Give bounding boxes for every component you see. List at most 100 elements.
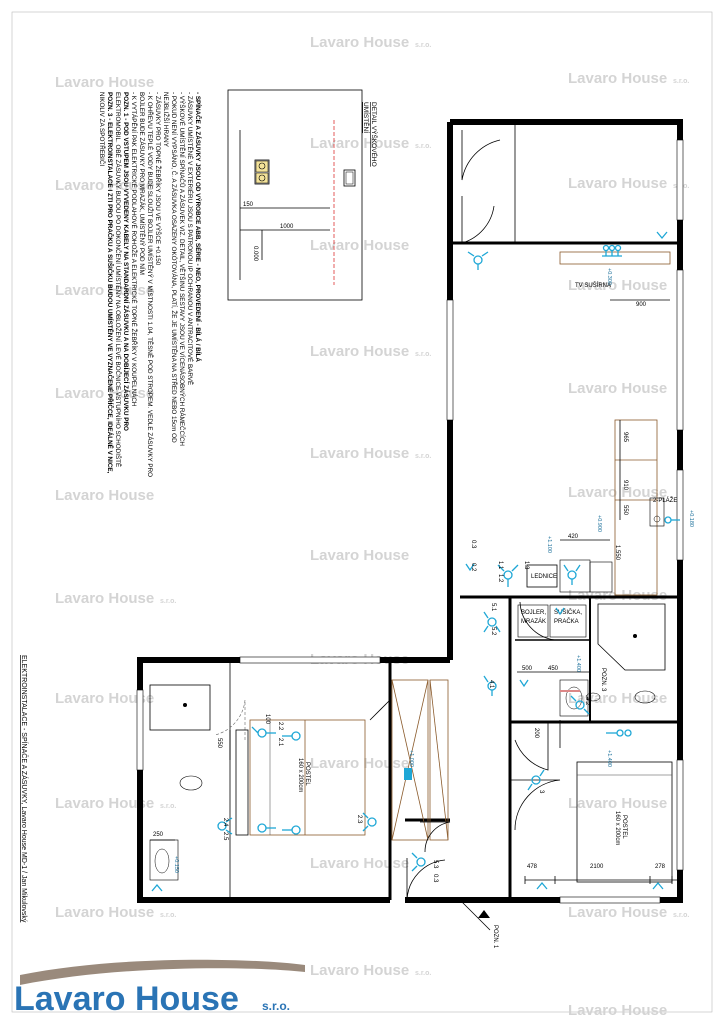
wardrobe bbox=[429, 679, 449, 841]
circuit-label: 2.4 bbox=[222, 818, 228, 827]
detail-subtitle: UMÍSTĚNÍ bbox=[362, 102, 371, 133]
note-line: - ZÁSUVKY UMÍSTĚNÉ V EXTERIÉRU JSOU S PA… bbox=[186, 92, 195, 385]
circuit-label: 2.1 bbox=[277, 738, 283, 747]
switch-symbol bbox=[217, 817, 233, 835]
dim-1550: 1.550 bbox=[614, 545, 620, 561]
exterior-wall bbox=[450, 119, 683, 903]
circuit-label: 1.2 bbox=[497, 574, 503, 583]
height-label: +1.400 bbox=[575, 655, 581, 672]
socket-symbol bbox=[555, 607, 565, 616]
dim-550a: 550 bbox=[622, 505, 628, 516]
plan-labels: TV SUŠÍRNA LEDNICE BOJLER, MRAZÁK SUŠIČK… bbox=[153, 268, 694, 949]
floor-plan: TV SUŠÍRNA LEDNICE BOJLER, MRAZÁK SUŠIČK… bbox=[136, 119, 694, 949]
note-line: NIKOLIV ZA SPOTŘEBIČI bbox=[98, 92, 107, 166]
dim-965: 965 bbox=[622, 432, 628, 443]
watermark-text: Lavaro House bbox=[310, 755, 409, 772]
watermark-text: Lavaro House bbox=[55, 177, 154, 194]
watermark-suffix: s.r.o. bbox=[160, 803, 176, 810]
watermark-text: Lavaro House bbox=[55, 74, 154, 91]
socket-cluster bbox=[563, 564, 581, 585]
note-line: - VÝŠKOVÉ UMÍSTĚNÍ SPÍNAČŮ A ZÁSUVEK VIZ… bbox=[178, 92, 187, 446]
socket-cluster bbox=[282, 825, 301, 835]
watermark-text: Lavaro House bbox=[310, 34, 409, 51]
label-boiler: BOJLER, bbox=[521, 610, 546, 616]
watermark-text: Lavaro House bbox=[55, 690, 154, 707]
socket-cluster bbox=[602, 244, 622, 257]
watermark-suffix: s.r.o. bbox=[673, 78, 689, 85]
headboard bbox=[235, 729, 249, 836]
dim-100: 100 bbox=[264, 714, 270, 725]
height-detail-box: DETAIL VÝŠKOVÉHO UMÍSTĚNÍ 150 1000 0.000 bbox=[227, 89, 379, 301]
general-notes: - SPÍNAČE A ZÁSUVKY JSOU OD VÝROBCE ABB,… bbox=[98, 92, 203, 477]
switch-symbol bbox=[497, 564, 519, 587]
circuit-label: 0.3 bbox=[470, 540, 476, 549]
socket-cluster bbox=[251, 726, 276, 738]
dim-420: 420 bbox=[568, 534, 579, 540]
dim-1000: 1000 bbox=[280, 224, 294, 230]
hob bbox=[649, 497, 665, 527]
entrance-arrow bbox=[478, 910, 490, 918]
note-line: POZN. 1 - POD VSTUPEM JSOU VYVEDENY KABE… bbox=[122, 92, 131, 431]
sliding-wardrobe bbox=[391, 679, 429, 841]
washer-box bbox=[549, 604, 587, 638]
socket-symbol bbox=[465, 563, 475, 572]
dim-0000: 0.000 bbox=[252, 246, 258, 262]
watermark-text: Lavaro House bbox=[310, 343, 409, 360]
circuit-label: 1.1 bbox=[497, 561, 503, 570]
watermark-suffix: s.r.o. bbox=[415, 351, 431, 358]
electrical-symbols bbox=[151, 231, 680, 892]
note-line: - K VYTÁPĚNÍ PAK ELEKTRICKÉ PODLAHOVÉ RO… bbox=[130, 92, 139, 407]
kitchen-counter bbox=[526, 251, 671, 596]
boiler-box bbox=[517, 604, 549, 638]
socket-symbol bbox=[519, 679, 529, 688]
tv-shelf bbox=[559, 251, 671, 265]
socket-cluster bbox=[257, 823, 276, 833]
circuit-label: 3 bbox=[538, 790, 544, 794]
watermark-text: Lavaro House bbox=[568, 795, 667, 812]
bathtub-left bbox=[149, 684, 211, 731]
socket-symbol bbox=[652, 881, 664, 890]
note-pozn1: POZN. 1 bbox=[492, 925, 498, 949]
socket-symbol bbox=[656, 231, 668, 240]
height-label: +0.300 bbox=[606, 268, 612, 285]
height-label: +1.400 bbox=[606, 750, 612, 767]
socket-symbol bbox=[536, 881, 548, 890]
dim-550b: 550 bbox=[216, 738, 222, 749]
circuit-label: 5.3 bbox=[432, 860, 438, 869]
label-bed-right: POSTEL bbox=[621, 815, 627, 839]
watermark-text: Lavaro House bbox=[310, 237, 409, 254]
switch-symbol bbox=[411, 852, 426, 872]
shower-tray bbox=[597, 603, 666, 671]
washbasin bbox=[559, 679, 589, 717]
height-label: +1.100 bbox=[546, 536, 552, 553]
label-washer: PRAČKA bbox=[554, 618, 579, 625]
circuit-label: 2.5 bbox=[222, 832, 228, 841]
circuit-labels: 1.1 1.2 1.3 0.3 0.2 5.1 5.2 4.1 4.2 3 2.… bbox=[222, 540, 590, 883]
dim-450: 450 bbox=[548, 666, 559, 672]
circuit-label: 0.2 bbox=[470, 563, 476, 572]
master-bedroom bbox=[149, 684, 366, 881]
switch-symbol bbox=[527, 769, 545, 791]
label-freezer: MRAZÁK bbox=[521, 618, 546, 625]
watermark-text: Lavaro House bbox=[310, 962, 409, 979]
bathroom-fixtures bbox=[559, 603, 666, 717]
detail-frame bbox=[227, 89, 363, 301]
windows bbox=[136, 139, 684, 904]
switch-symbol bbox=[343, 169, 356, 187]
entrance bbox=[459, 899, 491, 931]
dimension-lines bbox=[150, 299, 670, 841]
height-label: +0.900 bbox=[596, 515, 602, 532]
note-line: BOJLER BUDE ZÁSUVKY PRO MRAZÁK, UMÍSTĚNÝ… bbox=[138, 92, 147, 275]
dim-150: 150 bbox=[243, 202, 254, 208]
doors bbox=[214, 130, 561, 901]
watermark-text: Lavaro House bbox=[310, 445, 409, 462]
height-label: +0.180 bbox=[688, 510, 694, 527]
drawing-title: ELEKTROINSTALACE - SPÍNAČE A ZÁSUVKY, La… bbox=[20, 655, 29, 923]
watermark-text: Lavaro House bbox=[568, 1002, 667, 1019]
switch-symbol bbox=[483, 675, 497, 696]
watermark-text: Lavaro House bbox=[310, 855, 409, 872]
circuit-label: 2.2 bbox=[277, 722, 283, 731]
sheet-border bbox=[11, 11, 713, 1013]
toilet-left bbox=[179, 775, 203, 791]
watermark-text: Lavaro House bbox=[568, 484, 667, 501]
